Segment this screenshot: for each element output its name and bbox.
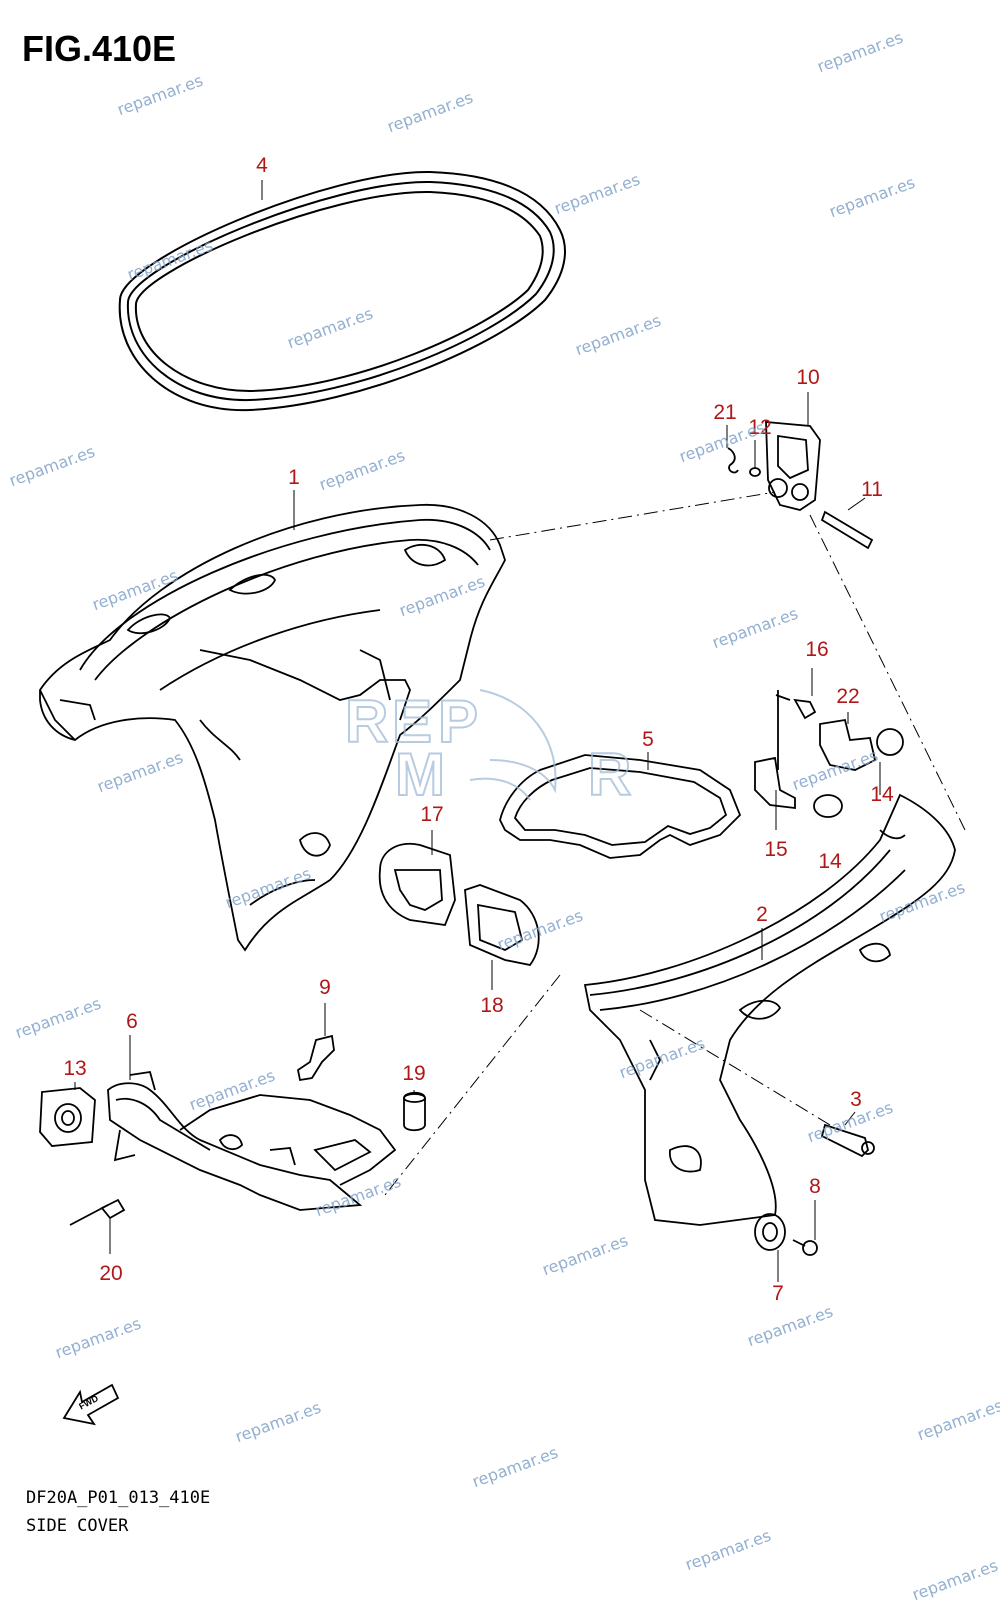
callout-20: 20 [99, 1262, 123, 1285]
callout-9: 9 [319, 976, 331, 999]
logo-letter: R [345, 688, 388, 755]
logo-letter: P [438, 688, 478, 755]
part-1-side-cover [39, 504, 506, 952]
callout-2: 2 [756, 903, 768, 926]
leader-lines [74, 180, 966, 1282]
callout-22: 22 [836, 685, 860, 708]
part-2-side-cover [583, 793, 956, 1226]
part-5-frame [499, 754, 742, 859]
callout-18: 18 [480, 994, 504, 1017]
callout-17: 17 [420, 803, 444, 826]
fwd-arrow-icon: FWD [62, 1383, 120, 1426]
part-4-seal [118, 170, 566, 412]
part-15-22-bracket [754, 690, 904, 818]
callout-14-upper: 14 [870, 783, 894, 806]
callout-11: 11 [861, 478, 883, 501]
figure-code: DF20A_P01_013_410E [26, 1488, 211, 1508]
repamar-logo-watermark: R E P M R [344, 687, 632, 809]
callout-12: 12 [748, 416, 772, 439]
callout-1: 1 [288, 466, 300, 489]
callout-5: 5 [642, 728, 654, 751]
figure-caption: SIDE COVER [26, 1516, 129, 1536]
logo-letter: R [588, 741, 631, 808]
logo-letter: M [395, 741, 445, 808]
callout-21: 21 [713, 401, 737, 424]
callout-10: 10 [796, 366, 820, 389]
callout-4: 4 [256, 154, 268, 177]
callout-16: 16 [805, 638, 829, 661]
part-9-19-20 [69, 1034, 426, 1226]
callout-14-lower: 14 [818, 850, 842, 873]
callout-8: 8 [809, 1175, 821, 1198]
callout-3: 3 [850, 1088, 862, 1111]
part-3-7-8-fasteners [754, 1123, 875, 1256]
part-17-18-seals [378, 842, 540, 966]
part-13-grommet [39, 1087, 96, 1147]
logo-letter: E [392, 688, 432, 755]
callout-15: 15 [764, 838, 788, 861]
callout-13: 13 [63, 1057, 87, 1080]
part-6-lower-pan [107, 1070, 397, 1211]
callout-6: 6 [126, 1010, 138, 1033]
figure-title: FIG.410E [22, 28, 177, 69]
callout-7: 7 [772, 1282, 784, 1305]
callout-19: 19 [402, 1062, 426, 1085]
